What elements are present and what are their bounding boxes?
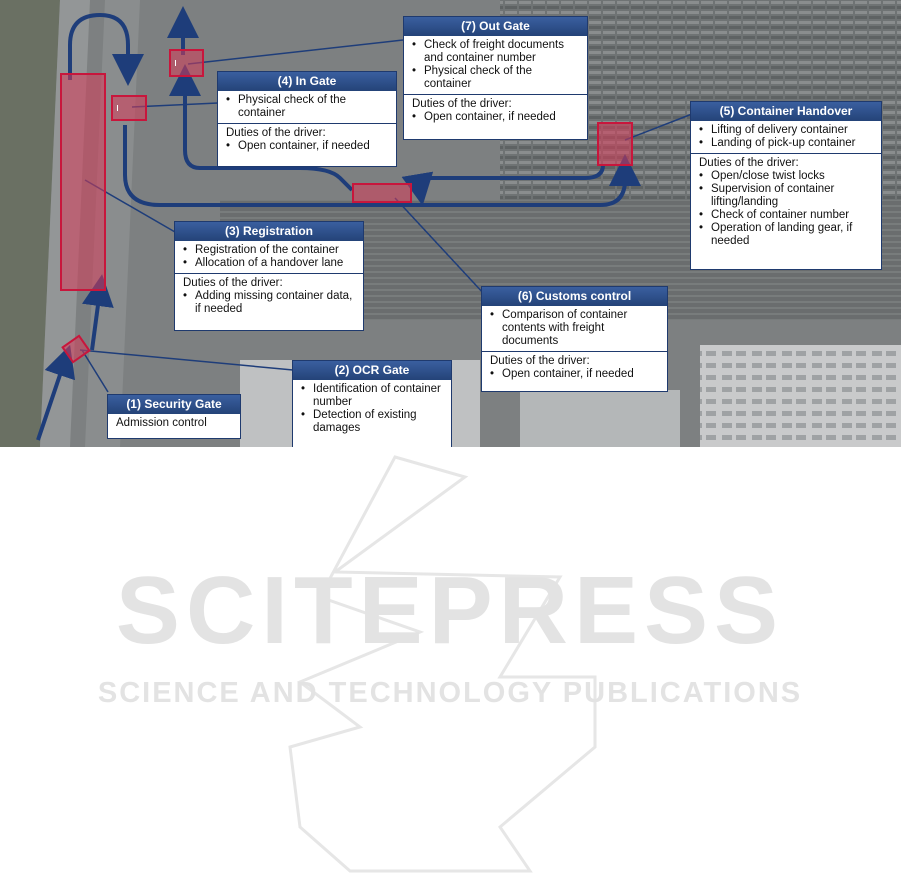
registration-task: Allocation of a handover lane — [183, 257, 357, 270]
in-gate-marker — [111, 95, 147, 121]
customs-control-duties-label: Duties of the driver: — [490, 355, 590, 367]
registration-title: (3) Registration — [175, 222, 363, 241]
container-handover-duty: Check of container number — [699, 209, 875, 222]
out-gate-box: (7) Out Gate Check of freight documents … — [403, 16, 588, 140]
security-gate-title: (1) Security Gate — [108, 395, 240, 414]
registration-box: (3) Registration Registration of the con… — [174, 221, 364, 331]
in-gate-box: (4) In Gate Physical check of the contai… — [217, 71, 397, 167]
out-gate-title: (7) Out Gate — [404, 17, 587, 36]
customs-control-duty: Open container, if needed — [490, 368, 661, 381]
out-gate-duty: Open container, if needed — [412, 111, 581, 124]
warehouse-right — [700, 345, 901, 447]
registration-task: Registration of the container — [183, 244, 357, 257]
in-gate-duties-label: Duties of the driver: — [226, 127, 326, 139]
security-gate-box: (1) Security Gate Admission control — [107, 394, 241, 439]
container-handover-duty: Supervision of container lifting/landing — [699, 183, 875, 209]
in-gate-title: (4) In Gate — [218, 72, 396, 91]
security-gate-text: Admission control — [116, 417, 207, 429]
registration-duty: Adding missing container data, if needed — [183, 290, 357, 316]
container-handover-task: Landing of pick-up container — [699, 137, 875, 150]
customs-control-task: Comparison of container contents with fr… — [490, 309, 661, 348]
out-gate-task: Physical check of the container — [412, 65, 581, 91]
watermark-logo-outline — [288, 455, 597, 873]
terminal-process-figure: (7) Out Gate Check of freight documents … — [0, 0, 901, 447]
truck-route — [36, 6, 641, 441]
out-gate-task: Check of freight documents and container… — [412, 39, 581, 65]
ocr-gate-task: Identification of container number — [301, 383, 445, 409]
watermark-title: SCITEPRESS — [116, 557, 784, 664]
customs-control-marker — [352, 183, 412, 203]
customs-control-title: (6) Customs control — [482, 287, 667, 306]
ocr-gate-task: Detection of existing damages — [301, 409, 445, 435]
in-gate-task: Physical check of the container — [226, 94, 390, 120]
container-handover-duties-label: Duties of the driver: — [699, 157, 799, 169]
container-handover-box: (5) Container Handover Lifting of delive… — [690, 101, 882, 270]
out-gate-marker — [169, 49, 204, 77]
ocr-gate-box: (2) OCR Gate Identification of container… — [292, 360, 452, 447]
registration-area-marker — [60, 73, 106, 291]
container-handover-duty: Operation of landing gear, if needed — [699, 222, 875, 248]
in-gate-duty: Open container, if needed — [226, 140, 390, 153]
container-handover-task: Lifting of delivery container — [699, 124, 875, 137]
out-gate-duties-label: Duties of the driver: — [412, 98, 512, 110]
container-handover-duty: Open/close twist locks — [699, 170, 875, 183]
container-handover-title: (5) Container Handover — [691, 102, 881, 121]
scitepress-watermark: SCITEPRESS SCIENCE AND TECHNOLOGY PUBLIC… — [98, 455, 802, 873]
ocr-gate-title: (2) OCR Gate — [293, 361, 451, 380]
registration-duties-label: Duties of the driver: — [183, 277, 283, 289]
watermark-subtitle: SCIENCE AND TECHNOLOGY PUBLICATIONS — [98, 677, 802, 709]
container-handover-marker — [597, 122, 633, 166]
customs-control-box: (6) Customs control Comparison of contai… — [481, 286, 668, 392]
